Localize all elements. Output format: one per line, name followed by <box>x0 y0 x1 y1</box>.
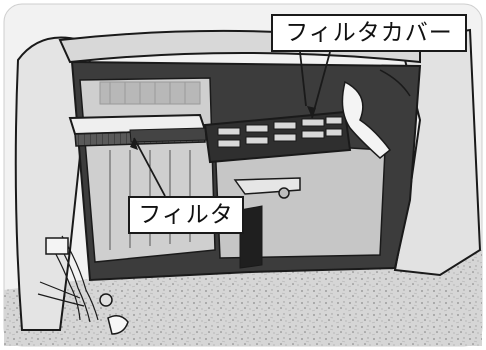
wire-connector <box>45 237 69 255</box>
bottom-clip <box>107 315 129 335</box>
harness-bolt <box>99 293 113 307</box>
right-bracket-clip <box>341 80 392 159</box>
dark-bracket <box>239 205 263 269</box>
cover-leader-line <box>311 51 331 119</box>
mounting-screw <box>278 187 290 199</box>
filter-label: フィルタ <box>128 196 244 234</box>
hvac-housing-left <box>79 77 216 263</box>
cover-leader-line-2 <box>299 51 307 107</box>
filter-cover-label: フィルタカバー <box>271 14 467 52</box>
filter-cover <box>203 110 352 164</box>
filter-leader-line <box>133 137 166 197</box>
right-wire <box>379 69 411 97</box>
left-dash-panel <box>14 36 92 331</box>
cover-leader-arrow <box>307 106 316 118</box>
upper-grille <box>99 81 201 105</box>
filter-leader-arrow <box>130 138 138 150</box>
cabin-filter <box>68 113 207 147</box>
